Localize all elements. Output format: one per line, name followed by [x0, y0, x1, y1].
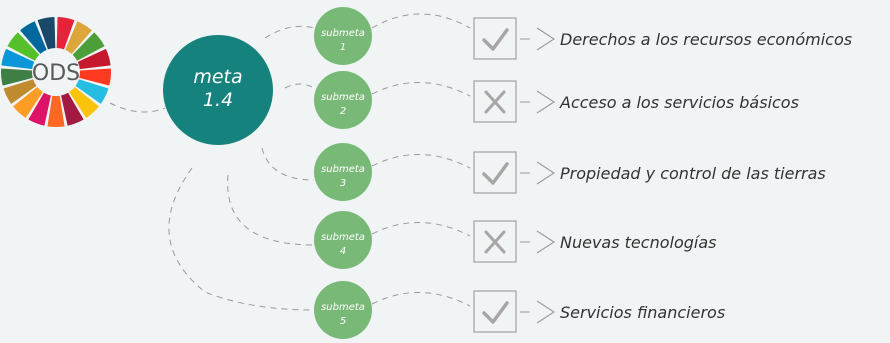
meta-submeta-1-connector — [264, 25, 315, 39]
submeta-3-circle — [314, 143, 372, 201]
submeta-row-3: submeta 3 Propiedad y control de las tie… — [314, 143, 826, 201]
sdg-wheel-segment — [61, 92, 84, 126]
cross-icon — [484, 90, 506, 114]
submeta-row-1: submeta 1 Derechos a los recursos económ… — [314, 7, 852, 65]
submeta-row-5: submeta 5 Servicios financieros — [314, 281, 725, 339]
submeta-2-label: Acceso a los servicios básicos — [559, 93, 799, 112]
submeta-4-status-connector — [371, 222, 471, 237]
submeta-row-2: submeta 2 Acceso a los servicios básicos — [314, 71, 799, 129]
meta-submeta-5-connector — [168, 167, 315, 311]
submeta-3-status-connector — [371, 154, 471, 169]
submeta-2-circle — [314, 71, 372, 129]
cross-icon — [484, 230, 506, 254]
chevron-right-icon — [536, 300, 556, 324]
submeta-2-number: 2 — [340, 106, 346, 117]
chevron-right-icon — [536, 27, 556, 51]
meta-submeta-4-connector — [227, 174, 315, 246]
submeta-5-word: submeta — [321, 302, 365, 313]
submeta-1-status-connector — [371, 13, 471, 29]
meta-number: 1.4 — [203, 89, 233, 111]
sdg-wheel-segment — [56, 17, 75, 50]
submeta-1-number: 1 — [340, 42, 346, 53]
submeta-1-word: submeta — [321, 28, 365, 39]
logo-meta-connector — [109, 102, 166, 113]
sdg-wheel-segment — [79, 68, 112, 86]
submeta-1-status-box — [473, 17, 517, 60]
submeta-3-number: 3 — [340, 178, 346, 189]
check-icon — [482, 28, 509, 51]
submeta-4-label: Nuevas tecnologías — [560, 233, 716, 252]
sdg-wheel-logo — [0, 17, 112, 127]
sdg-wheel-segment — [20, 21, 47, 54]
sdg-wheel-segment — [28, 92, 51, 126]
sdg-wheel-segment — [75, 79, 109, 104]
sdg-wheel-segment — [65, 21, 92, 54]
submeta-3-status-box — [473, 151, 517, 194]
sdg-wheel-segment — [13, 86, 43, 118]
meta-submeta-2-connector — [284, 83, 315, 89]
meta-submeta-3-connector — [261, 147, 315, 181]
submeta-5-number: 5 — [340, 316, 346, 327]
sdg-wheel-segment — [3, 79, 37, 104]
submeta-1-circle — [314, 7, 372, 65]
submeta-2-status-connector — [371, 82, 471, 97]
sdg-wheel-segment — [72, 32, 105, 61]
submeta-row-4: submeta 4 Nuevas tecnologías — [314, 211, 716, 269]
chevron-right-icon — [536, 161, 556, 185]
submeta-4-number: 4 — [340, 246, 346, 257]
submeta-5-circle — [314, 281, 372, 339]
chevron-right-icon — [536, 230, 556, 254]
submeta-1-label: Derechos a los recursos económicos — [560, 30, 852, 49]
connectors — [109, 25, 315, 311]
check-icon — [482, 301, 509, 324]
submeta-2-word: submeta — [321, 92, 365, 103]
sdg-wheel-segment — [1, 48, 35, 70]
submeta-5-status-box — [473, 290, 517, 333]
meta-word: meta — [193, 66, 242, 88]
chevron-right-icon — [536, 90, 556, 114]
submeta-3-word: submeta — [321, 164, 365, 175]
sdg-wheel-segment — [47, 95, 65, 127]
sdg-wheel-segment — [77, 48, 111, 70]
sdg-wheel-segment — [7, 32, 40, 61]
submeta-5-status-connector — [371, 292, 471, 307]
submeta-5-label: Servicios financieros — [560, 303, 725, 322]
sdg-wheel-segment — [37, 17, 56, 50]
sdg-wheel-segment — [69, 86, 99, 118]
sdg-wheel-segment — [0, 68, 33, 86]
check-icon — [482, 162, 509, 185]
ods-logo-label: ODS — [32, 61, 80, 86]
submeta-4-word: submeta — [321, 232, 365, 243]
submeta-3-label: Propiedad y control de las tierras — [560, 164, 826, 183]
meta-circle — [163, 35, 273, 145]
submeta-4-circle — [314, 211, 372, 269]
